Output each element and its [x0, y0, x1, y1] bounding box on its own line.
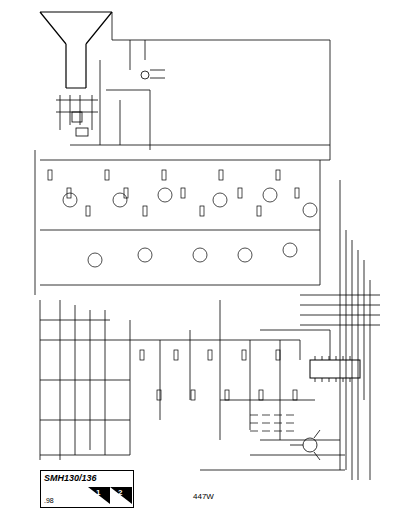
resistor-symbol: [140, 350, 144, 360]
resistor-symbol: [48, 170, 52, 180]
resistor-symbol: [242, 350, 246, 360]
sheet-number: 1: [96, 489, 100, 497]
transistor-symbol: [113, 193, 127, 207]
resistor-symbol: [276, 350, 280, 360]
capacitor-plate: [262, 431, 270, 432]
resistor-symbol: [208, 350, 212, 360]
resistor-symbol: [86, 206, 90, 216]
resistor-symbol: [67, 188, 71, 198]
resistor-symbol: [157, 390, 161, 400]
transistor-symbol: [303, 203, 317, 217]
resistor-symbol: [259, 390, 263, 400]
resistor-symbol: [174, 350, 178, 360]
transistor-symbol: [88, 253, 102, 267]
date-code: .98: [44, 497, 54, 504]
capacitor-plate: [274, 423, 282, 424]
resistor-symbol: [162, 170, 166, 180]
sheet-number: 2: [118, 489, 122, 497]
transistor-symbol: [213, 193, 227, 207]
resistor-symbol: [295, 188, 299, 198]
capacitor-plate: [250, 415, 258, 416]
drawing-number: 447W: [193, 493, 214, 501]
transistor-symbol: [238, 248, 252, 262]
capacitor-plate: [286, 415, 294, 416]
resistor-symbol: [191, 390, 195, 400]
transistor-symbol: [193, 248, 207, 262]
resistor-symbol: [200, 206, 204, 216]
capacitor-plate: [286, 423, 294, 424]
capacitor-plate: [250, 423, 258, 424]
transistor-symbol: [138, 248, 152, 262]
capacitor-plate: [262, 423, 270, 424]
transistor-symbol: [63, 193, 77, 207]
resistor-symbol: [124, 188, 128, 198]
resistor-symbol: [219, 170, 223, 180]
capacitor-plate: [262, 415, 270, 416]
capacitor-plate: [286, 431, 294, 432]
resistor-symbol: [143, 206, 147, 216]
capacitor-plate: [274, 415, 282, 416]
capacitor-plate: [274, 431, 282, 432]
resistor-symbol: [225, 390, 229, 400]
sheet-marker: [88, 487, 110, 504]
component-symbols: [48, 170, 317, 431]
sheet-marker: [110, 487, 132, 504]
wires: [35, 12, 380, 480]
transistor-symbol: [158, 188, 172, 202]
resistor-symbol: [238, 188, 242, 198]
resistor-symbol: [257, 206, 261, 216]
capacitor-plate: [250, 431, 258, 432]
resistor-symbol: [105, 170, 109, 180]
transistor-symbol: [283, 243, 297, 257]
resistor-symbol: [293, 390, 297, 400]
model-name: SMH130/136: [41, 471, 133, 485]
transistor-symbol: [263, 188, 277, 202]
resistor-symbol: [276, 170, 280, 180]
resistor-symbol: [181, 188, 185, 198]
